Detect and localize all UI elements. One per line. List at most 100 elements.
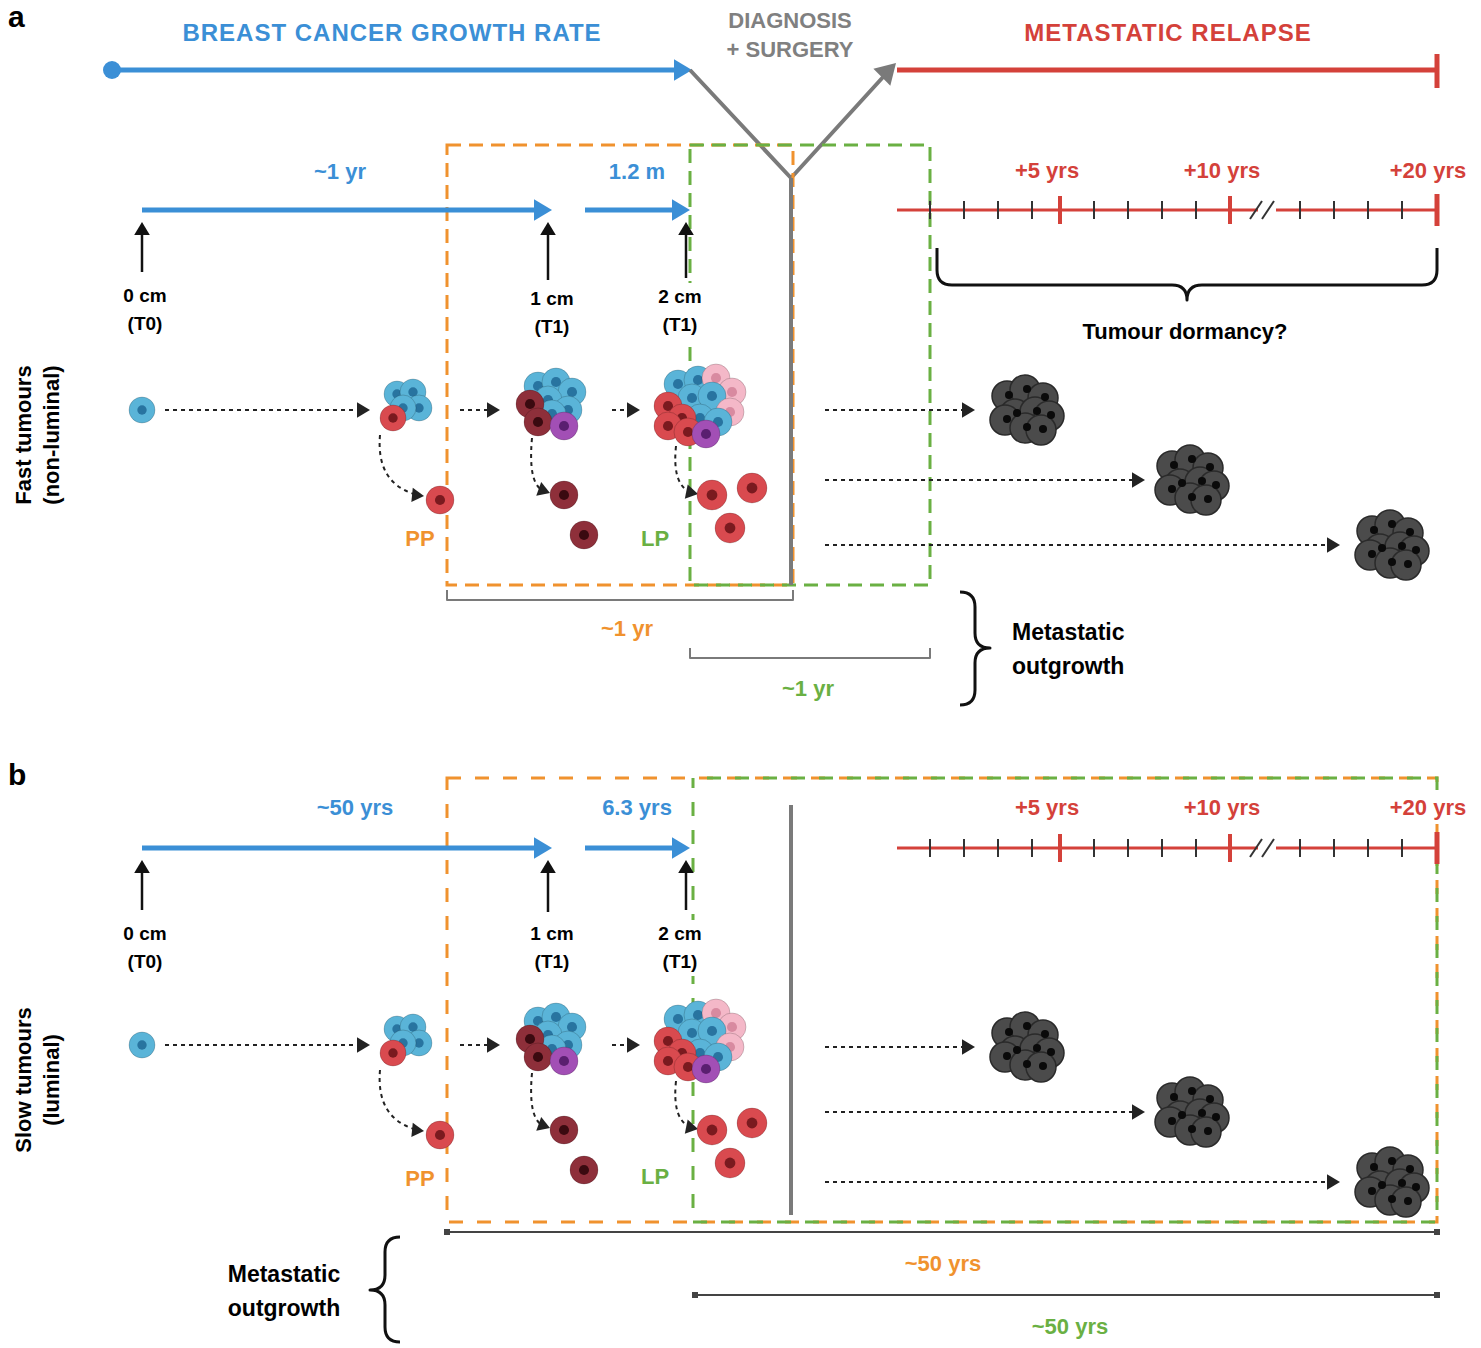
metastasis-cell <box>1026 1052 1056 1082</box>
bracket-label: Metastatic outgrowth <box>202 1257 366 1325</box>
cell-nucleus <box>388 1048 397 1057</box>
cell <box>426 486 454 514</box>
dotted-arrow <box>825 1046 965 1048</box>
growth-arrow-head <box>534 837 552 859</box>
section-title: DIAGNOSIS + SURGERY <box>721 6 860 64</box>
tick <box>1195 839 1197 857</box>
dotted-arrow <box>460 409 490 411</box>
interval-end <box>1434 1229 1440 1235</box>
tick <box>1299 201 1301 219</box>
outgrowth-brace <box>960 592 990 705</box>
tick <box>1031 839 1033 857</box>
interval-end <box>1434 1292 1440 1298</box>
panel-letter: a <box>6 0 27 34</box>
dotted-curve <box>380 435 414 494</box>
cell <box>692 420 720 448</box>
metastasis-nucleus <box>1412 1183 1420 1191</box>
metastasis-nucleus <box>1041 1030 1049 1038</box>
cell <box>129 1032 155 1058</box>
pointer-head <box>540 222 556 235</box>
metastasis-nucleus <box>1003 415 1011 423</box>
pointer-line <box>685 232 688 278</box>
relapse-line <box>897 68 1437 73</box>
tick <box>1031 201 1033 219</box>
section-title: METASTATIC RELAPSE <box>1022 18 1313 48</box>
tick <box>1367 839 1369 857</box>
duration-label: 1.2 m <box>607 158 667 186</box>
dotted-arrow-head <box>487 402 500 418</box>
cell <box>426 1121 454 1149</box>
cell-label: LP <box>639 1163 671 1191</box>
dotted-arrow-head <box>627 402 640 418</box>
cell <box>697 480 727 510</box>
cell <box>550 412 578 440</box>
cell <box>380 405 406 431</box>
major-tick <box>1228 196 1232 224</box>
dotted-arrow-head <box>627 1037 640 1053</box>
tick <box>997 201 999 219</box>
major-tick <box>1058 834 1062 862</box>
cell-nucleus <box>533 417 543 427</box>
row-label: Fast tumours (non-luminal) <box>10 343 66 527</box>
size-label: 0 cm (T0) <box>108 920 182 976</box>
cell <box>550 1116 578 1144</box>
metastasis-nucleus <box>1388 520 1396 528</box>
metastasis-nucleus <box>1023 385 1031 393</box>
cell-nucleus <box>388 413 397 422</box>
metastasis-nucleus <box>1033 1044 1041 1052</box>
interval-line <box>695 1294 1437 1296</box>
cell-nucleus <box>707 1026 717 1036</box>
diagnosis-arrow-head <box>873 63 896 86</box>
metastasis-nucleus <box>1023 1060 1031 1068</box>
interval-label: ~50 yrs <box>903 1250 983 1278</box>
pointer-line <box>685 870 688 910</box>
timeline <box>897 209 1258 212</box>
metastasis-nucleus <box>1388 1195 1396 1203</box>
cell-nucleus <box>687 393 697 403</box>
pointer-head <box>678 222 694 235</box>
surgery-line <box>789 178 793 585</box>
metastasis-nucleus <box>1023 423 1031 431</box>
duration-label: ~50 yrs <box>315 794 395 822</box>
cell <box>715 513 745 543</box>
cell <box>715 1148 745 1178</box>
metastasis-nucleus <box>1168 485 1176 493</box>
cell-nucleus <box>747 1118 758 1129</box>
dotted-arrow-head <box>411 488 424 502</box>
metastasis-cell <box>1026 415 1056 445</box>
cell-nucleus <box>725 1158 736 1169</box>
dotted-arrow-head <box>1327 537 1340 553</box>
metastasis-nucleus <box>1188 455 1196 463</box>
dotted-arrow-head <box>536 1117 550 1131</box>
metastasis-nucleus <box>1041 393 1049 401</box>
section-title: BREAST CANCER GROWTH RATE <box>180 18 603 48</box>
duration-label: ~1 yr <box>312 158 368 186</box>
cell-nucleus <box>707 391 717 401</box>
growth-arrow-head <box>534 199 552 221</box>
tick <box>1127 839 1129 857</box>
cell-nucleus <box>137 1040 146 1049</box>
metastasis-nucleus <box>1168 1117 1176 1125</box>
dotted-arrow <box>825 1181 1330 1183</box>
time-mark: +20 yrs <box>1388 157 1468 185</box>
size-label: 0 cm (T0) <box>108 282 182 338</box>
cell-nucleus <box>435 1130 445 1140</box>
cell-nucleus <box>707 1125 718 1136</box>
tick <box>963 201 965 219</box>
cell-nucleus <box>687 1028 697 1038</box>
metastasis-nucleus <box>1198 477 1206 485</box>
interval-bracket <box>690 648 930 658</box>
metastasis-nucleus <box>1039 1062 1047 1070</box>
cell-nucleus <box>747 483 758 494</box>
timeline-end <box>1435 194 1440 226</box>
metastasis-nucleus <box>1378 544 1386 552</box>
pointer-line <box>141 870 144 910</box>
outgrowth-brace <box>370 1237 400 1342</box>
growth-arrow-head <box>672 199 690 221</box>
metastasis-nucleus <box>1370 526 1378 534</box>
metastasis-nucleus <box>1170 1093 1178 1101</box>
cell-nucleus <box>533 1052 543 1062</box>
metastasis-nucleus <box>1406 528 1414 536</box>
pointer-head <box>678 860 694 873</box>
